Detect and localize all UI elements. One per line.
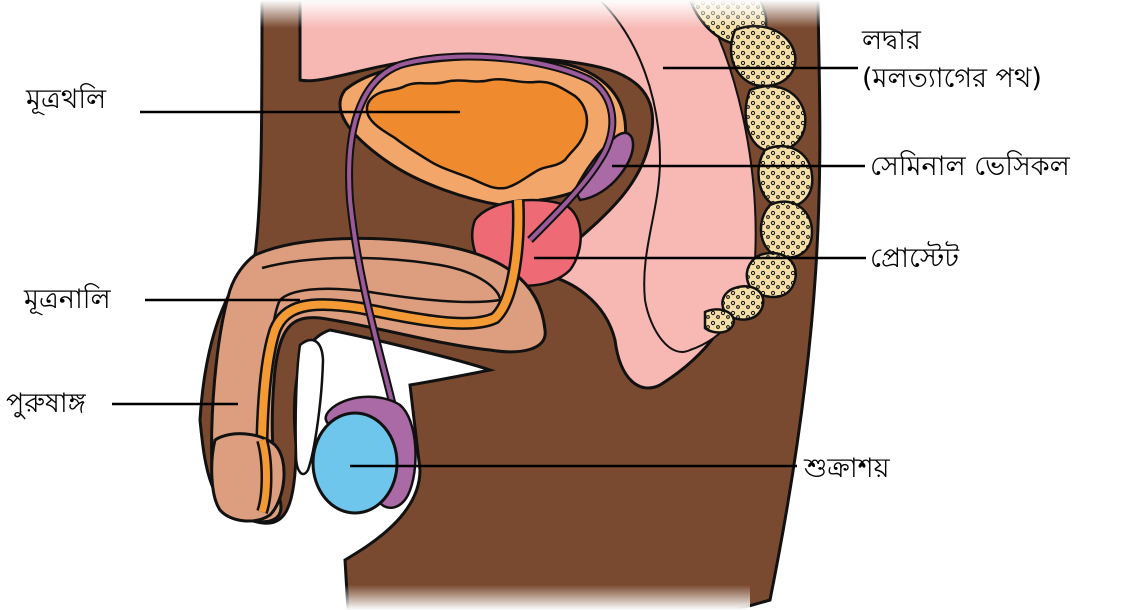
label-penis: পুরুষাঙ্গ xyxy=(6,387,86,421)
testis xyxy=(313,413,397,513)
label-testis: শুক্রাশয় xyxy=(804,452,890,486)
label-rectum-line1: লদ্বার xyxy=(862,22,1042,60)
label-rectum-line2: (মলত্যাগের পথ) xyxy=(862,60,1042,98)
glans xyxy=(212,434,284,521)
label-urethra: মূত্রনালি xyxy=(24,283,111,317)
label-seminal-vesicle: সেমিনাল ভেসিকল xyxy=(870,150,1070,184)
label-prostate: প্রোস্টেট xyxy=(870,242,959,276)
label-bladder: মূত্রথলি xyxy=(26,83,106,117)
label-rectum: লদ্বার (মলত্যাগের পথ) xyxy=(862,22,1042,98)
